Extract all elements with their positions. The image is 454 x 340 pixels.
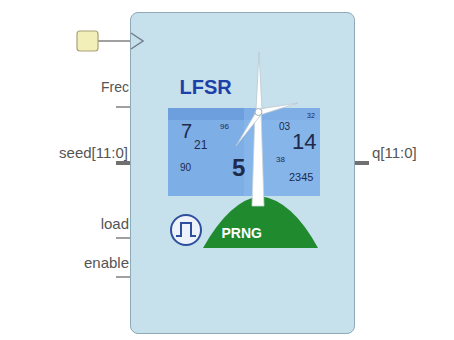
number-panel bbox=[168, 108, 320, 196]
pin-name: Frec bbox=[101, 80, 129, 94]
frec-pin bbox=[116, 106, 131, 108]
icon-number: 5 bbox=[232, 156, 245, 180]
turbine-hub bbox=[255, 108, 262, 115]
icon-number: 38 bbox=[276, 156, 285, 164]
clock-wire bbox=[98, 40, 131, 42]
turbine-blade bbox=[256, 52, 262, 110]
q-bus-pin bbox=[354, 161, 369, 165]
icon-number: 96 bbox=[220, 123, 229, 131]
seed-bus-pin bbox=[116, 161, 131, 165]
pulse-wave bbox=[176, 223, 196, 236]
icon-number: 21 bbox=[194, 139, 207, 151]
load-pin bbox=[116, 237, 131, 239]
icon-number: 32 bbox=[307, 112, 315, 119]
icon-number: 2345 bbox=[289, 172, 313, 183]
icon-number: 03 bbox=[279, 122, 290, 132]
clock-symbol bbox=[131, 33, 143, 49]
clock-source bbox=[77, 31, 98, 51]
turbine-blade bbox=[236, 112, 260, 146]
icon-caption: PRNG bbox=[222, 226, 262, 240]
pin-name: q[11:0] bbox=[372, 145, 417, 160]
pulse-icon bbox=[171, 215, 201, 245]
turbine-blade bbox=[259, 103, 298, 115]
block-title: LFSR bbox=[180, 77, 232, 97]
pin-name: seed[11:0] bbox=[59, 145, 128, 160]
icon-number: 14 bbox=[292, 131, 316, 153]
turbine-tower bbox=[252, 112, 264, 206]
pin-name: load bbox=[101, 216, 129, 231]
pin-name: enable bbox=[84, 255, 129, 270]
icon-number: 7 bbox=[181, 121, 192, 141]
enable-pin bbox=[116, 276, 131, 278]
icon-number: 90 bbox=[180, 163, 191, 173]
